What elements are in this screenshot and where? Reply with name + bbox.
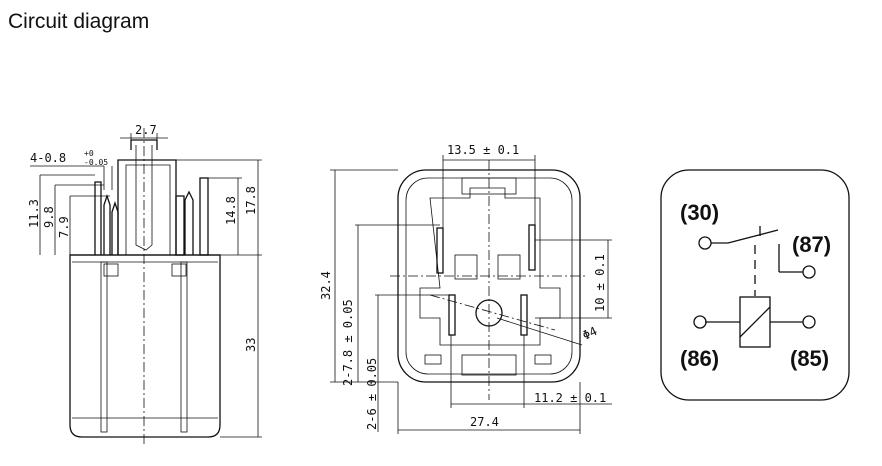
schematic-outline — [660, 169, 850, 401]
relay-schematic: (30) (87) (86) (85) — [660, 169, 850, 401]
dim-height-33: 33 — [244, 338, 258, 352]
dim-pin-tol-lower: -0.05 — [84, 158, 108, 167]
page-title: Circuit diagram — [8, 10, 150, 33]
dim-pin-width: 4-0.8 — [30, 151, 66, 165]
dim-phi-4: Φ4 — [580, 324, 599, 343]
dim-2-6: 2-6 ± 0.05 — [365, 358, 379, 430]
dim-11-3: 11.3 — [27, 199, 41, 228]
dim-top-13-5: 13.5 ± 0.1 — [447, 143, 519, 157]
dim-10: 10 ± 0.1 — [593, 254, 607, 312]
dim-7-9: 7.9 — [57, 216, 71, 238]
dim-32-4: 32.4 — [319, 271, 333, 300]
bottom-view: 13.5 ± 0.1 32.4 2-7.8 ± 0.05 2-6 ± 0.05 … — [319, 143, 612, 434]
pin-label-87: (87) — [792, 232, 831, 257]
terminal-87 — [802, 265, 816, 279]
dim-11-2: 11.2 ± 0.1 — [534, 391, 606, 405]
dim-top-width: 2.7 — [135, 123, 157, 137]
dim-2-7-8: 2-7.8 ± 0.05 — [341, 299, 355, 386]
side-body-outline — [69, 254, 221, 438]
terminal-86 — [693, 315, 707, 329]
pin-label-30: (30) — [680, 200, 719, 225]
side-view: 2.7 4-0.8 +0 -0.05 11.3 9.8 7.9 14.8 17.… — [27, 123, 262, 445]
dim-14-8: 14.8 — [224, 196, 238, 225]
pin-label-85: (85) — [790, 346, 829, 371]
pin-label-86: (86) — [680, 346, 719, 371]
dim-pin-tol-upper: +0 — [84, 149, 94, 158]
terminal-30 — [698, 236, 712, 250]
dim-17-8: 17.8 — [244, 186, 258, 215]
terminal-85 — [802, 315, 816, 329]
dim-9-8: 9.8 — [42, 206, 56, 228]
dim-27-4: 27.4 — [470, 415, 499, 429]
